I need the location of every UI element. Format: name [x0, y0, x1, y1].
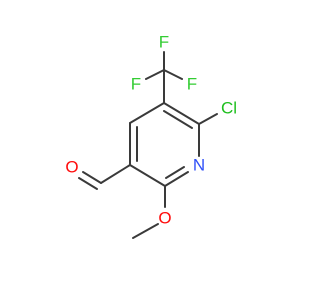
- fluorine-top-label: F: [159, 33, 169, 52]
- bond-c5-c4: [129, 102, 165, 124]
- methoxy-oxygen-label: O: [158, 209, 171, 228]
- bond-c2-n: [164, 171, 189, 187]
- bond-c6-c5: [163, 102, 200, 125]
- aldehyde-oxygen-label: O: [65, 158, 78, 177]
- chlorine-label: Cl: [221, 99, 237, 118]
- fluorine-left-label: F: [131, 75, 141, 94]
- bond-c6-c5-inner: [163, 110, 193, 129]
- bond-cho-o-2: [78, 177, 98, 190]
- bond-c3-cho: [100, 164, 131, 184]
- bond-c2-n-inner: [165, 166, 185, 179]
- bond-cf3-f-left: [145, 69, 165, 80]
- fluorine-right-label: F: [187, 75, 197, 94]
- bond-cf3-f-right: [163, 69, 183, 80]
- bond-cho-o-1: [82, 171, 102, 184]
- molecule-structure: F F F Cl N O O: [65, 33, 237, 239]
- bond-o-ch3: [132, 223, 159, 239]
- nitrogen-label: N: [193, 156, 205, 175]
- structure-canvas: F F F Cl N O O: [65, 33, 237, 239]
- bond-c3-c2: [129, 164, 166, 187]
- bond-c6-cl: [198, 113, 218, 125]
